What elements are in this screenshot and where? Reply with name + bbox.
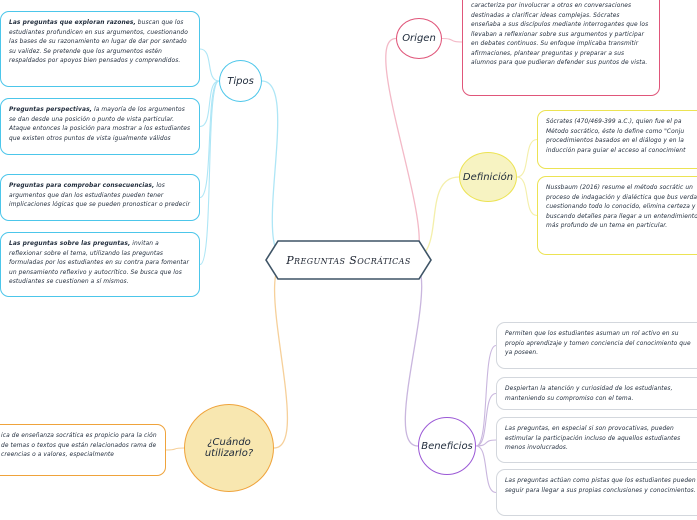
connector-line: [385, 37, 420, 261]
origen-card[interactable]: caracteriza por involucrar a otros en co…: [462, 0, 660, 96]
tipos-card-explorar-razones[interactable]: Las preguntas que exploran razones, busc…: [0, 11, 200, 87]
topic-origen[interactable]: Origen: [396, 18, 442, 59]
card-text: Las preguntas, en especial si son provoc…: [505, 426, 681, 452]
cuando-card[interactable]: ica de enseñanza socrática es propicio p…: [0, 424, 166, 476]
connector-line: [475, 344, 497, 447]
central-topic-node[interactable]: Preguntas Socráticas: [258, 240, 439, 280]
topic-origen-label: Origen: [402, 33, 436, 44]
central-topic-title: Preguntas Socráticas: [286, 253, 411, 267]
card-text: caracteriza por involucrar a otros en co…: [471, 3, 649, 67]
definicion-card-nussbaum[interactable]: Nussbaum (2016) resume el método socráti…: [537, 176, 697, 255]
card-bold-text: Las preguntas sobre las preguntas,: [9, 241, 131, 247]
connector-line: [199, 48, 220, 82]
connector-line: [199, 80, 220, 128]
connector-line: [273, 259, 289, 449]
beneficios-card-atencion[interactable]: Despiertan la atención y curiosidad de l…: [496, 377, 697, 410]
topic-beneficios[interactable]: Beneficios: [418, 417, 476, 475]
tipos-card-consecuencias[interactable]: Preguntas para comprobar consecuencias, …: [0, 174, 200, 221]
topic-beneficios-label: Beneficios: [421, 440, 473, 452]
card-text: invitan a reflexionar sobre el tema, uti…: [9, 241, 190, 286]
card-text: Despiertan la atención y curiosidad de l…: [505, 386, 673, 402]
connector-line: [404, 259, 423, 447]
card-text: los argumentos que dan los estudiantes p…: [9, 183, 191, 209]
beneficios-card-rol-activo[interactable]: Permiten que los estudiantes asuman un r…: [496, 322, 697, 369]
definicion-card-socrates[interactable]: Sócrates (470/469-399 a.C.), quien fue e…: [537, 110, 697, 169]
connector-line: [199, 80, 220, 199]
topic-tipos-label: Tipos: [227, 75, 254, 87]
connector-line: [165, 447, 185, 451]
connector-line: [516, 138, 538, 178]
central-topic-shape: [265, 240, 432, 280]
topic-definicion[interactable]: Definición: [459, 152, 517, 202]
card-text: ica de enseñanza socrática es propicio p…: [1, 433, 157, 459]
tipos-card-preguntas-sobre-preguntas[interactable]: Las preguntas sobre las preguntas, invit…: [0, 232, 200, 297]
topic-cuando-label: ¿Cuándo utilizarlo?: [204, 437, 254, 459]
connector-line: [475, 439, 497, 447]
card-text: Nussbaum (2016) resume el método socráti…: [546, 185, 697, 230]
connector-line: [199, 80, 220, 266]
card-text: buscan que los estudiantes profundicen e…: [9, 20, 188, 65]
card-text: Las preguntas actúan como pistas que los…: [505, 478, 696, 494]
card-text: Sócrates (470/469-399 a.C.), quien fue e…: [546, 119, 686, 154]
topic-tipos[interactable]: Tipos: [219, 60, 262, 102]
connector-line: [261, 80, 289, 261]
connector-line: [475, 392, 497, 447]
topic-cuando-utilizarlo[interactable]: ¿Cuándo utilizarlo?: [184, 404, 274, 492]
beneficios-card-participacion[interactable]: Las preguntas, en especial si son provoc…: [496, 417, 697, 463]
connector-line: [516, 176, 538, 217]
card-text: la mayoría de los argumentos se dan desd…: [9, 107, 191, 142]
beneficios-card-pistas[interactable]: Las preguntas actúan como pistas que los…: [496, 469, 697, 516]
card-bold-text: Preguntas para comprobar consecuencias,: [9, 183, 155, 189]
card-bold-text: Las preguntas que exploran razones,: [9, 20, 136, 26]
topic-definicion-label: Definición: [462, 171, 514, 183]
card-text: Permiten que los estudiantes asuman un r…: [505, 331, 691, 357]
connector-line: [475, 445, 497, 494]
tipos-card-perspectivas[interactable]: Preguntas perspectivas, la mayoría de lo…: [0, 98, 200, 155]
connector-line: [441, 37, 463, 43]
card-bold-text: Preguntas perspectivas,: [9, 107, 93, 113]
